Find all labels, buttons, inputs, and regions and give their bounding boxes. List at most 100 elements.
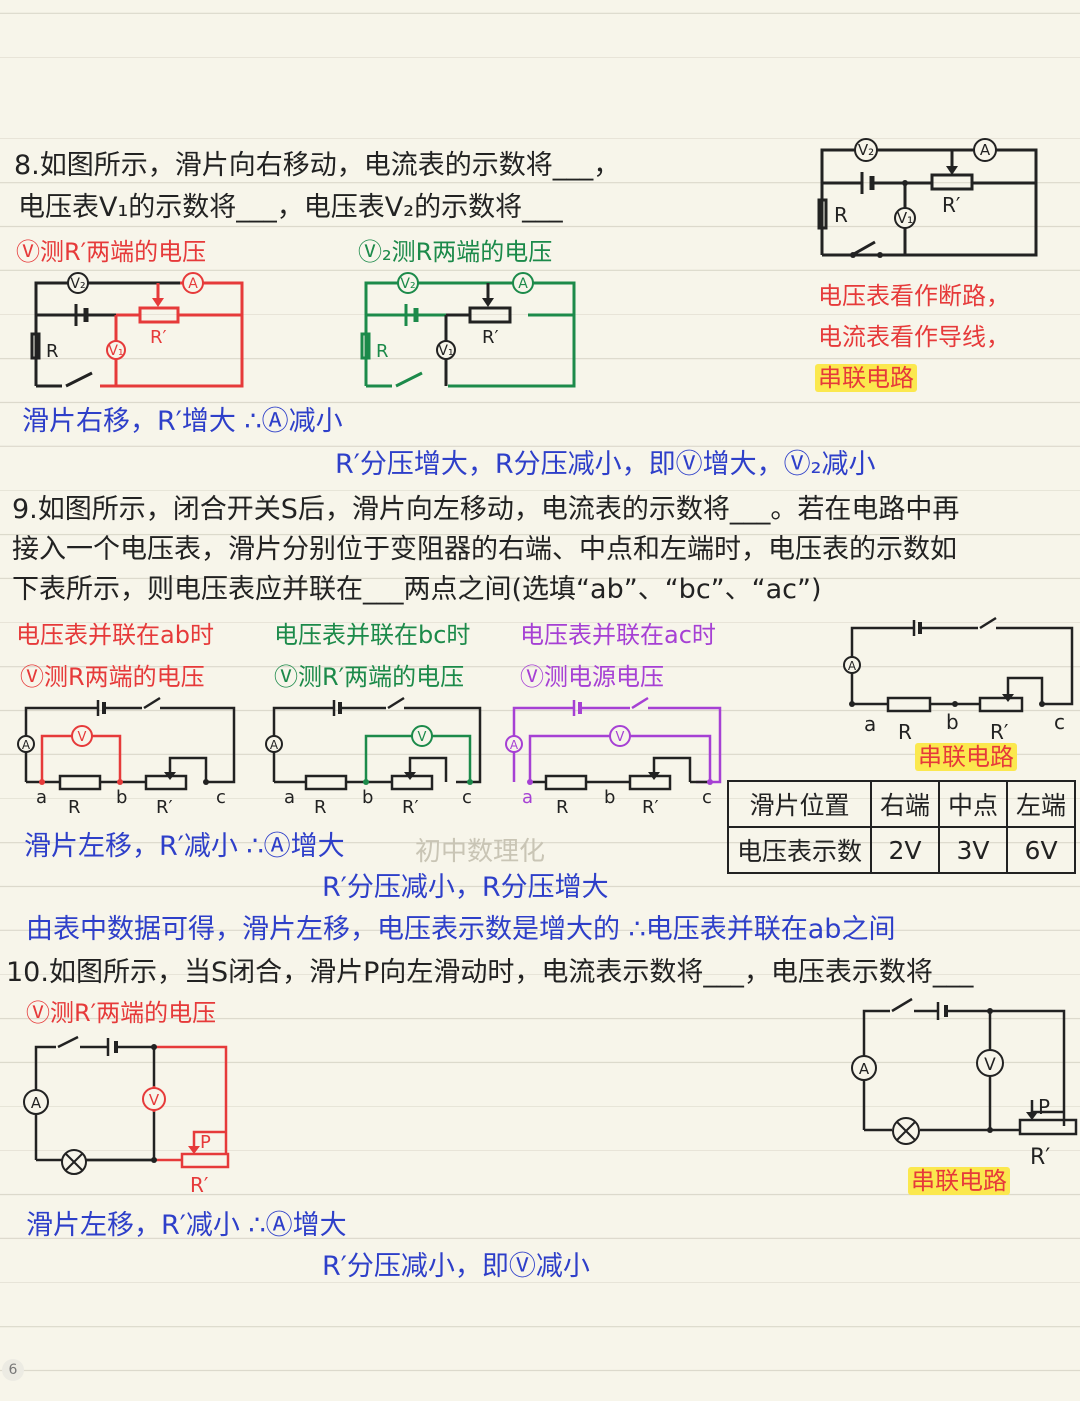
q8-ammeter-symbol: A (980, 141, 991, 159)
q10-line1: 10.如图所示，当S闭合，滑片P向左滑动时，电流表示数将___，电压表示数将__… (6, 957, 974, 988)
q9-note-bc: Ⓥ测R′两端的电压 (274, 663, 465, 691)
q9-note-ab: Ⓥ测R两端的电压 (20, 663, 205, 691)
q10-left-p-label: P (200, 1132, 211, 1153)
q9-ab-voltmeter-symbol: V (78, 730, 87, 745)
q10-left-ammeter-symbol: A (31, 1094, 42, 1112)
table-cell: 6V (1006, 826, 1077, 874)
q10-right-rp-label: R′ (1030, 1145, 1050, 1170)
q9-answer-3: 由表中数据可得，滑片左移，电压表示数是增大的 ∴电压表并联在ab之间 (26, 914, 896, 945)
watermark-text: 初中数理化 (415, 837, 546, 867)
table-cell: 2V (870, 826, 941, 874)
q9-ac-c-label: c (702, 787, 712, 808)
q9-ac-a-label: a (522, 787, 533, 808)
q10-right-lamp (892, 1117, 920, 1145)
q8-answer-1: 滑片右移，R′增大 ∴Ⓐ减小 (22, 406, 343, 437)
q8-green-r-label: R (376, 341, 389, 362)
q9-voltage-table: 滑片位置 右端 中点 左端 电压表示数 2V 3V 6V (726, 780, 1077, 874)
q9-b-label: b (946, 710, 959, 734)
table-header-cell: 左端 (1006, 780, 1077, 828)
q9-ac-voltmeter-symbol: V (616, 730, 625, 745)
q8-green-v1-symbol: V₁ (438, 343, 453, 359)
q9-rp-label: R′ (990, 720, 1009, 744)
q8-v2-symbol: V₂ (858, 141, 874, 159)
q8-side-note-1: 电压表看作断路， (818, 282, 1010, 310)
q9-line1: 9.如图所示，闭合开关S后，滑片向左移动，电流表的示数将___。若在电路中再 (12, 494, 960, 525)
table-header-cell: 中点 (938, 780, 1009, 828)
q9-series-label: 串联电路 (915, 743, 1017, 771)
q10-series-label: 串联电路 (908, 1167, 1010, 1195)
q8-green-rp-label: R′ (482, 327, 499, 348)
q10-left-rp-label: R′ (190, 1173, 209, 1197)
q9-case-bc: 电压表并联在bc时 (274, 621, 471, 649)
q9-ac-rp-label: R′ (642, 797, 659, 818)
q9-note-ac: Ⓥ测电源电压 (520, 663, 664, 691)
q8-red-v1-symbol: V₁ (108, 343, 123, 359)
q9-answer-1: 滑片左移，R′减小 ∴Ⓐ增大 (24, 831, 345, 862)
q9-a-label: a (864, 712, 876, 736)
table-header-cell: 滑片位置 (726, 780, 873, 828)
q9-ab-r-label: R (68, 797, 81, 818)
q8-r-label: R (834, 203, 848, 227)
q9-bc-voltmeter-symbol: V (418, 730, 427, 745)
q9-bc-c-label: c (462, 787, 472, 808)
q10-right-p-label: P (1038, 1095, 1050, 1119)
q9-ab-rp-label: R′ (156, 797, 173, 818)
q10-right-voltmeter-symbol: V (984, 1055, 996, 1075)
q8-line2: 电压表V₁的示数将___，电压表V₂的示数将___ (18, 192, 563, 223)
page-number: 6 (2, 1359, 24, 1381)
q8-red-v2-symbol: V₂ (70, 276, 85, 292)
q9-r-label: R (898, 720, 912, 744)
q9-ac-ammeter-symbol: A (510, 738, 519, 752)
table-row: 电压表示数 2V 3V 6V (726, 826, 1077, 874)
q9-c-label: c (1054, 710, 1065, 734)
q8-answer-2: R′分压增大，R分压减小，即Ⓥ增大，Ⓥ₂减小 (335, 449, 876, 480)
q8-red-ammeter-symbol: A (188, 276, 198, 292)
q8-green-ammeter-symbol: A (518, 276, 528, 292)
q10-left-voltmeter-symbol: V (149, 1091, 160, 1109)
q8-line1: 8.如图所示，滑片向右移动，电流表的示数将___， (14, 150, 621, 181)
q10-answer-2: R′分压减小，即Ⓥ减小 (322, 1251, 590, 1282)
q9-ac-b-label: b (604, 787, 615, 808)
q8-side-note-2: 电流表看作导线， (818, 323, 1010, 351)
q9-ac-r-label: R (556, 797, 569, 818)
table-cell: 3V (938, 826, 1009, 874)
q9-ammeter-symbol: A (848, 659, 857, 673)
q10-note: Ⓥ测R′两端的电压 (26, 999, 217, 1027)
q9-bc-b-label: b (362, 787, 373, 808)
q8-note-v2: Ⓥ₂测R两端的电压 (358, 238, 553, 266)
q8-series-label: 串联电路 (815, 364, 917, 392)
q10-right-ammeter-symbol: A (859, 1060, 870, 1078)
q8-rp-label: R′ (942, 193, 961, 217)
q8-green-v2-symbol: V₂ (400, 276, 415, 292)
q9-answer-2: R′分压减小，R分压增大 (322, 872, 609, 903)
table-cell: 电压表示数 (726, 826, 873, 874)
q9-ab-a-label: a (36, 787, 47, 808)
q9-bc-ammeter-symbol: A (270, 738, 279, 752)
q9-line2: 接入一个电压表，滑片分别位于变阻器的右端、中点和左端时，电压表的示数如 (12, 534, 957, 565)
q9-bc-a-label: a (284, 787, 295, 808)
q8-red-rp-label: R′ (150, 327, 167, 348)
q9-bc-r-label: R (314, 797, 327, 818)
q9-line3: 下表所示，则电压表应并联在___两点之间(选填“ab”、“bc”、“ac”) (12, 574, 822, 605)
q10-answer-1: 滑片左移，R′减小 ∴Ⓐ增大 (26, 1210, 347, 1241)
table-row: 滑片位置 右端 中点 左端 (726, 780, 1077, 828)
q9-case-ab: 电压表并联在ab时 (16, 621, 214, 649)
q9-ab-c-label: c (216, 787, 226, 808)
table-header-cell: 右端 (870, 780, 941, 828)
q9-ab-ammeter-symbol: A (22, 738, 31, 752)
q10-left-lamp (61, 1149, 87, 1175)
q9-case-ac: 电压表并联在ac时 (520, 621, 716, 649)
q9-bc-rp-label: R′ (402, 797, 419, 818)
q8-red-r-label: R (46, 341, 59, 362)
q8-v1-symbol: V₁ (897, 209, 913, 227)
